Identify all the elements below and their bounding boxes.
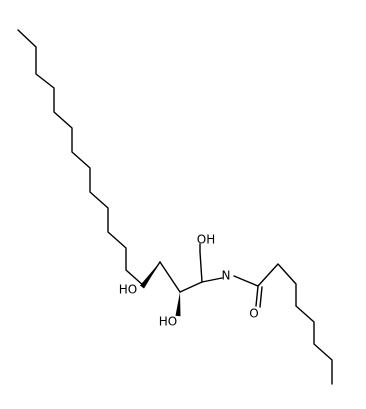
hydroxyl-c4-label: HO [119,283,137,297]
sphingoid-alkyl-chain [17,29,161,287]
bond-c4-c3 [159,261,181,293]
wedge-c4-oh [139,262,160,289]
bond-c2-c1 [199,251,203,283]
bond-n-carbonyl [233,275,259,287]
amide-nitrogen-label: N [222,269,231,283]
bond-c3-c2 [179,281,203,293]
hydroxyl-c3-label: HO [159,315,177,329]
wedge-c3-oh [175,292,181,317]
hydroxyl-c1-label: OH [197,233,215,247]
carbonyl-oxygen-label: O [249,307,258,321]
octanoyl-chain [257,263,333,385]
bond-c2-n [201,277,223,283]
bond-carbonyl-o-2 [259,286,263,308]
bond-carbonyl-o-1 [255,285,259,307]
